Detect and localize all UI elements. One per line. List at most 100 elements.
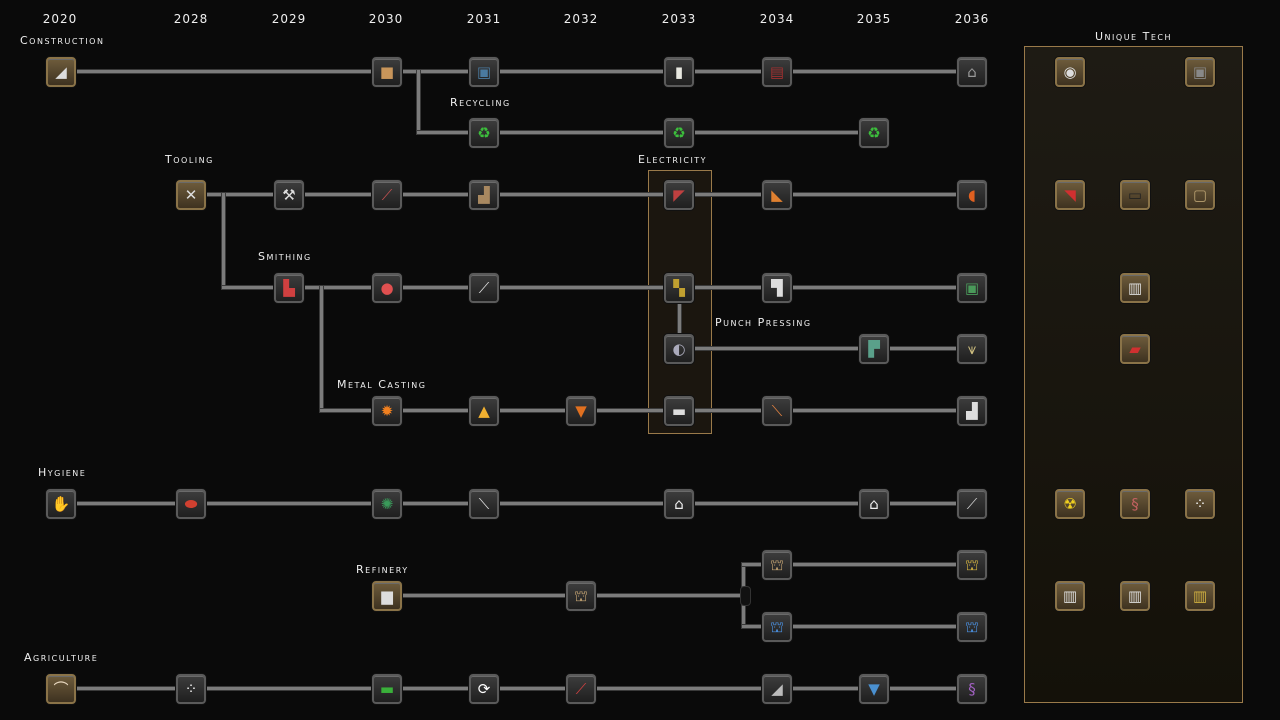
tech-node-construction-4[interactable]: ▮ (664, 57, 694, 87)
tech-node-agriculture-7[interactable]: ▼ (859, 674, 889, 704)
tech-node-refinery-2[interactable]: ⛫ (566, 581, 596, 611)
year-header: 2036 (954, 12, 990, 26)
unique-tech-node-8[interactable]: ☢ (1055, 489, 1085, 519)
tech-node-hygiene-6[interactable]: ⌂ (859, 489, 889, 519)
tech-node-hygiene-5[interactable]: ⌂ (664, 489, 694, 519)
forge-icon: ▙ (283, 278, 295, 297)
molten-metal-icon: ▼ (575, 401, 587, 420)
unique-tech-node-9[interactable]: § (1120, 489, 1150, 519)
tech-node-smithing-6[interactable]: ▣ (957, 273, 987, 303)
tech-node-tooling-4[interactable]: ▟ (469, 180, 499, 210)
tech-node-agriculture-5[interactable]: ⟋ (566, 674, 596, 704)
connector-hygiene (60, 502, 972, 505)
tech-node-hygiene-4[interactable]: ⟍ (469, 489, 499, 519)
green-machine-icon: ▣ (964, 278, 980, 297)
unique-tech-node-2[interactable]: ▣ (1185, 57, 1215, 87)
tech-node-hygiene-2[interactable]: ⬬ (176, 489, 206, 519)
year-header: 2035 (856, 12, 892, 26)
tech-node-tooling-5[interactable]: ◤ (664, 180, 694, 210)
connector-smithing-branch (222, 193, 225, 287)
still-icon: ⛫ (574, 586, 588, 605)
bucket-icon: ▼ (868, 679, 880, 698)
tech-node-casting-5[interactable]: ⟍ (762, 396, 792, 426)
tech-node-smithing-2[interactable]: ● (372, 273, 402, 303)
connector-punch-branch (678, 286, 681, 348)
connector-metal-casting (320, 409, 972, 412)
tech-node-refinery-4[interactable]: ⛫ (957, 550, 987, 580)
unique-tech-node-12[interactable]: ▥ (1120, 581, 1150, 611)
shelter-icon: ▣ (476, 62, 492, 81)
hands-wash-icon: ✋ (51, 494, 71, 513)
shed-icon: ▤ (769, 62, 785, 81)
box-icon: ▣ (1192, 62, 1208, 81)
tech-node-refinery-5[interactable]: ⛫ (762, 612, 792, 642)
branch-label-agriculture: Agriculture (24, 651, 99, 664)
tech-node-smithing-4[interactable]: ▚ (664, 273, 694, 303)
oil-drum-icon: ▆ (381, 586, 393, 605)
unique-tech-node-3[interactable]: ◥ (1055, 180, 1085, 210)
tech-node-smithing-5[interactable]: ▜ (762, 273, 792, 303)
tech-node-construction-5[interactable]: ▤ (762, 57, 792, 87)
tech-node-casting-1[interactable]: ✹ (372, 396, 402, 426)
casting-machine-icon: ▬ (671, 401, 687, 420)
tech-node-punch-3[interactable]: ⩛ (957, 334, 987, 364)
cotton-icon: ⁘ (1193, 494, 1207, 513)
unique-tech-node-6[interactable]: ▥ (1120, 273, 1150, 303)
tech-node-agriculture-1[interactable]: ⌒ (46, 674, 76, 704)
tech-node-tooling-2[interactable]: ⚒ (274, 180, 304, 210)
tech-node-agriculture-4[interactable]: ⟳ (469, 674, 499, 704)
tech-node-tooling-3[interactable]: ⟋ (372, 180, 402, 210)
tech-node-casting-4[interactable]: ▬ (664, 396, 694, 426)
tech-node-punch-1[interactable]: ◐ (664, 334, 694, 364)
tech-node-refinery-3[interactable]: ⛫ (762, 550, 792, 580)
connector-agriculture (60, 687, 972, 690)
tech-node-smithing-1[interactable]: ▙ (274, 273, 304, 303)
unique-tech-node-11[interactable]: ▥ (1055, 581, 1085, 611)
tech-node-construction-6[interactable]: ⌂ (957, 57, 987, 87)
medical-tent-icon: ⌂ (869, 494, 879, 513)
tanks-icon: ▥ (1192, 586, 1208, 605)
tech-node-agriculture-2[interactable]: ⁘ (176, 674, 206, 704)
tech-node-tooling-7[interactable]: ◖ (957, 180, 987, 210)
tech-node-agriculture-8[interactable]: § (957, 674, 987, 704)
hydraulic-press-icon: ⩛ (967, 339, 977, 358)
connector-tooling (191, 193, 972, 196)
tech-node-refinery-6[interactable]: ⛫ (957, 612, 987, 642)
syringe-icon: ⟋ (966, 494, 978, 513)
tech-node-construction-3[interactable]: ▣ (469, 57, 499, 87)
unique-tech-node-10[interactable]: ⁘ (1185, 489, 1215, 519)
workbench-icon: ▜ (771, 278, 783, 297)
tech-node-hygiene-1[interactable]: ✋ (46, 489, 76, 519)
punch-press-icon: ▛ (868, 339, 880, 358)
pit-icon: ◉ (1063, 62, 1077, 81)
tech-node-agriculture-6[interactable]: ◢ (762, 674, 792, 704)
tech-node-construction-1[interactable]: ◢ (46, 57, 76, 87)
tech-node-refinery-1[interactable]: ▆ (372, 581, 402, 611)
unique-tech-node-1[interactable]: ◉ (1055, 57, 1085, 87)
press-icon: ◐ (672, 339, 686, 358)
unique-tech-title: Unique Tech (1095, 30, 1172, 43)
tech-node-agriculture-3[interactable]: ▬ (372, 674, 402, 704)
tech-node-recycling-2[interactable]: ♻ (664, 118, 694, 148)
tech-node-casting-6[interactable]: ▟ (957, 396, 987, 426)
tech-node-casting-3[interactable]: ▼ (566, 396, 596, 426)
planter-icon: ▬ (379, 679, 395, 698)
tech-node-hygiene-3[interactable]: ✺ (372, 489, 402, 519)
tech-node-recycling-3[interactable]: ♻ (859, 118, 889, 148)
year-header: 2029 (271, 12, 307, 26)
tech-node-tooling-6[interactable]: ◣ (762, 180, 792, 210)
tech-node-casting-2[interactable]: ▲ (469, 396, 499, 426)
tech-node-tooling-1[interactable]: ✕ (176, 180, 206, 210)
tech-node-recycling-1[interactable]: ♻ (469, 118, 499, 148)
unique-tech-node-7[interactable]: ▰ (1120, 334, 1150, 364)
hair-dryer-icon: ◥ (1064, 185, 1076, 204)
unique-tech-node-4[interactable]: ▭ (1120, 180, 1150, 210)
tech-node-smithing-3[interactable]: ⟋ (469, 273, 499, 303)
tech-node-hygiene-7[interactable]: ⟋ (957, 489, 987, 519)
unique-tech-node-13[interactable]: ▥ (1185, 581, 1215, 611)
tech-node-punch-2[interactable]: ▛ (859, 334, 889, 364)
radiation-icon: ☢ (1063, 494, 1077, 513)
unique-tech-node-5[interactable]: ▢ (1185, 180, 1215, 210)
mold-icon: ▲ (478, 401, 490, 420)
tech-node-construction-2[interactable]: ■ (372, 57, 402, 87)
